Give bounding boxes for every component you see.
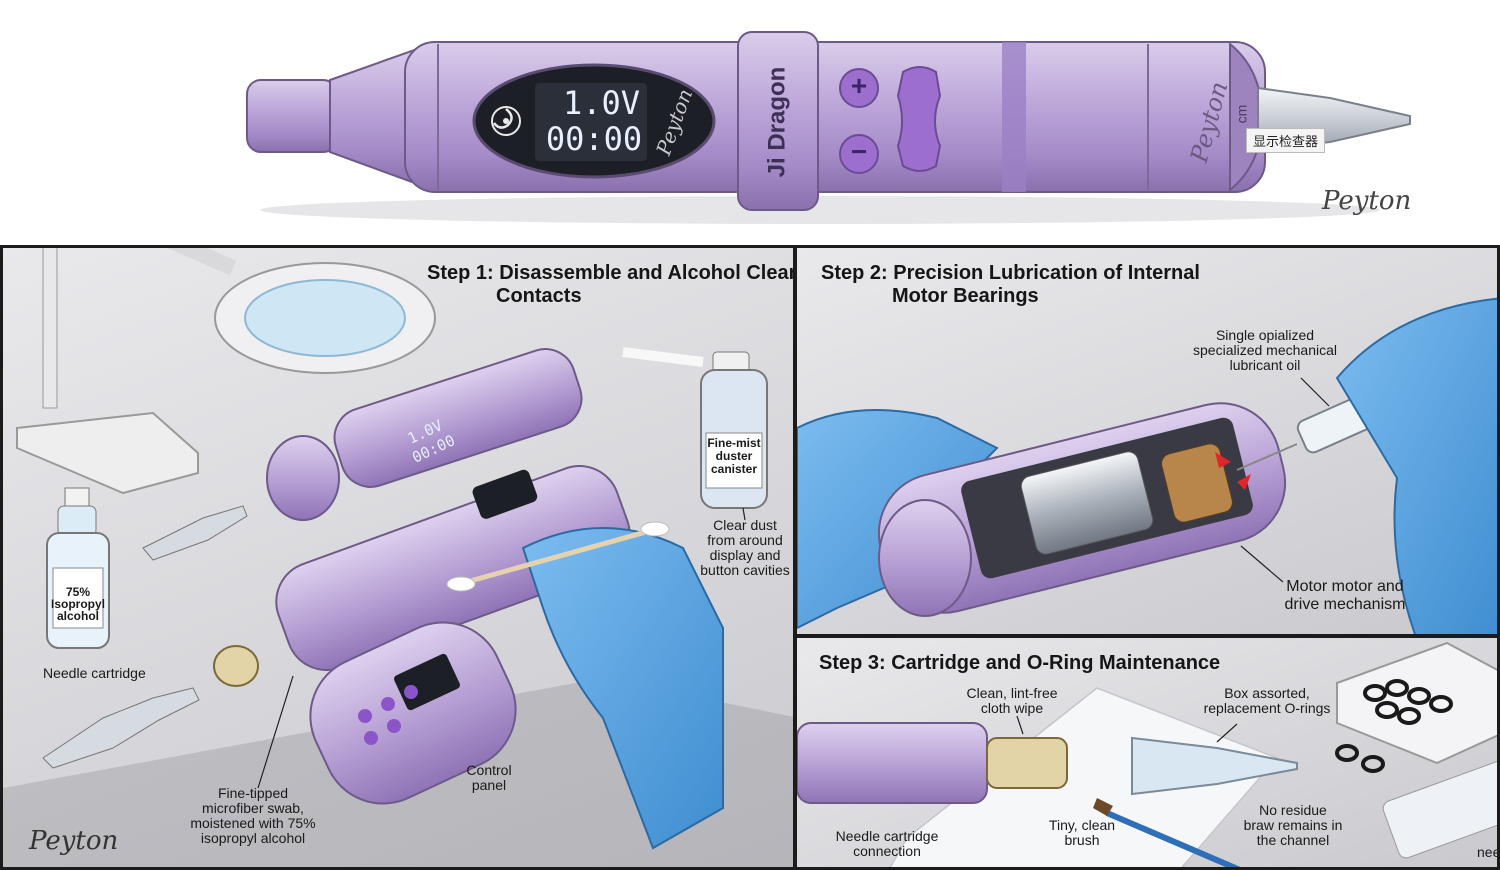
power-button-shape	[896, 66, 942, 172]
swab-note-line: moistened with 75%	[190, 815, 316, 831]
pen-ring	[266, 435, 340, 521]
pen-rear-section	[333, 348, 583, 488]
step2-panel: Step 2: Precision Lubrication of Interna…	[794, 245, 1500, 637]
minus-button[interactable]: −	[850, 136, 868, 167]
alcohol-label-line: alcohol	[56, 609, 99, 623]
duster-label: Fine-mist duster canister	[704, 437, 764, 476]
brush-label-line: Tiny, clean	[1048, 817, 1116, 833]
duster-note: Clear dust from around display and butto…	[693, 517, 793, 578]
motor-note: Motor motor and drive mechanism	[1275, 578, 1415, 614]
step1-panel: Step 1: Disassemble and Alcohol Clean Co…	[0, 245, 796, 870]
alcohol-label-line: 75%	[65, 585, 91, 599]
duster-note-line: button cavities	[700, 562, 790, 578]
hero-section: 1.0V 00:00 Peyton Ji Dragon + − Peyton c…	[0, 0, 1500, 245]
duster-note-line: display and	[709, 547, 781, 563]
oring-box-label-line: Box assorted,	[1224, 685, 1310, 701]
plus-button-shape	[839, 68, 879, 108]
step2-illustration	[797, 297, 1497, 634]
control-panel-label-line: panel	[471, 777, 507, 793]
pen-end-icon	[797, 722, 988, 804]
motor-note-line: Motor motor and	[1286, 578, 1404, 595]
motor-note-line: drive mechanism	[1284, 596, 1406, 613]
gloved-hand-icon	[521, 527, 724, 850]
needle-cartridge-icon	[42, 505, 248, 769]
display-time: 00:00	[545, 120, 643, 158]
minus-button-shape	[839, 134, 879, 174]
connection-label-line: Needle cartridge	[835, 828, 939, 844]
inspector-tooltip[interactable]: 显示检查器	[1246, 128, 1326, 153]
duster-label-line: Fine-mist	[707, 436, 761, 450]
step1-title-line1: Step 1: Disassemble and Alcohol Clean	[427, 262, 796, 284]
duster-label-line: canister	[710, 462, 758, 476]
pen-collar	[737, 31, 819, 211]
magnifier-lamp-icon	[16, 248, 436, 495]
needle-cartridge-label: Needle cartridge	[43, 665, 146, 681]
step2-title-line1: Step 2: Precision Lubrication of Interna…	[821, 262, 1200, 284]
step1-illustration	[3, 248, 793, 867]
residue-label-line: braw remains in	[1243, 817, 1343, 833]
step3-panel: Step 3: Cartridge and O-Ring Maintenance…	[794, 635, 1500, 870]
side-mark: cm	[1233, 104, 1250, 124]
duster-note-line: from around	[707, 532, 783, 548]
connection-label: Needle cartridge connection	[827, 829, 947, 859]
oil-note-line: specialized mechanical	[1193, 342, 1337, 358]
cloth-label-line: Clean, lint-free	[966, 685, 1058, 701]
alcohol-label-line: Isopropyl	[51, 597, 106, 611]
brush-label: Tiny, clean brush	[1037, 818, 1127, 848]
packaged-needle-icon	[1382, 757, 1497, 859]
red-arrow-icon	[1215, 452, 1231, 468]
corner-signature: Peyton	[1322, 186, 1412, 216]
oil-note: Single opialized specialized mechanical …	[1185, 328, 1345, 373]
swab-note-line: microfiber swab,	[202, 800, 304, 816]
o-ring-icon	[1335, 679, 1453, 773]
control-panel-label-line: Control	[466, 762, 512, 778]
oil-note-line: Single opialized	[1215, 327, 1315, 343]
brass-connector	[213, 645, 259, 687]
duster-note-line: Clear dust	[713, 517, 777, 533]
red-arrow-icon	[1237, 474, 1251, 490]
cloth-label: Clean, lint-free cloth wipe	[947, 686, 1077, 716]
oil-note-line: lubricant oil	[1229, 357, 1301, 373]
bearing-icon	[1161, 443, 1233, 523]
residue-label-line: No residue	[1259, 802, 1327, 818]
brush-icon	[1105, 810, 1241, 867]
oring-box-label: Box assorted, replacement O-rings	[1192, 686, 1342, 716]
duster-can-icon	[622, 347, 768, 509]
residue-label: No residue braw remains in the channel	[1233, 803, 1353, 848]
brass-connector-icon	[986, 737, 1068, 789]
cloth-label-line: cloth wipe	[980, 700, 1044, 716]
motor-icon	[1020, 451, 1154, 555]
display-voltage: 1.0V	[562, 84, 640, 122]
cartridge-icon	[1131, 736, 1298, 796]
brush-label-line: brush	[1064, 832, 1100, 848]
hero-pen-illustration	[246, 31, 1411, 224]
swab-note: Fine-tipped microfiber swab, moistened w…	[183, 786, 323, 846]
brand-label: Ji Dragon	[763, 66, 791, 178]
connection-label-line: connection	[853, 843, 921, 859]
pen-opened-body	[275, 465, 631, 671]
swirl-logo-icon	[491, 106, 521, 136]
cut-off-label: nee	[1477, 844, 1500, 860]
step1-signature: Peyton	[29, 826, 119, 856]
duster-label-line: duster	[715, 449, 753, 463]
step3-illustration	[797, 641, 1497, 867]
pen-back-nozzle	[246, 79, 338, 153]
alcohol-label: 75% Isopropyl alcohol	[51, 586, 105, 622]
cloth-wipe-icon	[889, 687, 1279, 867]
right-glove-icon	[1335, 297, 1497, 634]
remote-control-icon	[309, 621, 517, 805]
oring-box-label-line: replacement O-rings	[1203, 700, 1331, 716]
step3-title: Step 3: Cartridge and O-Ring Maintenance	[819, 652, 1221, 674]
swab-note-line: isopropyl alcohol	[200, 830, 306, 846]
step1-title-line2: Contacts	[496, 285, 582, 307]
plus-button[interactable]: +	[850, 70, 868, 101]
swab-note-line: Fine-tipped	[217, 785, 289, 801]
swab-icon	[462, 527, 654, 586]
control-panel-label: Control panel	[453, 763, 525, 793]
residue-label-line: the channel	[1256, 832, 1330, 848]
alcohol-bottle-icon	[46, 487, 110, 649]
step2-title-line2: Motor Bearings	[892, 285, 1039, 307]
